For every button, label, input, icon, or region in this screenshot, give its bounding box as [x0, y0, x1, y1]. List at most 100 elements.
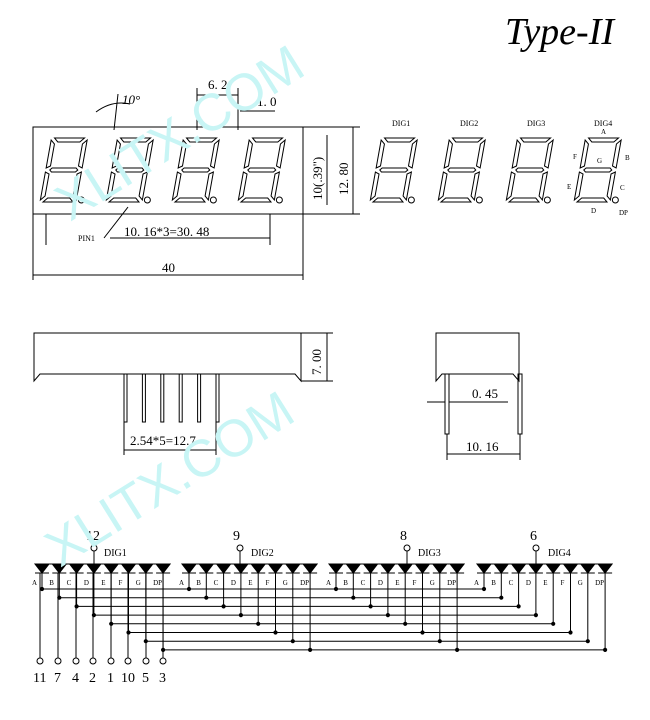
label-seg-b — [611, 138, 622, 169]
segment-label: E — [248, 579, 252, 587]
front-seg-dp — [143, 196, 151, 204]
led-diode — [562, 563, 579, 574]
seg-label-a: A — [601, 128, 606, 136]
display-body-outline — [32, 126, 304, 215]
front-seg-e — [171, 171, 182, 202]
front-seg-b — [209, 138, 220, 169]
front-seg-e — [39, 171, 50, 202]
seg-label-f: F — [573, 153, 577, 161]
led-diode — [155, 563, 172, 574]
front-seg-c — [72, 171, 83, 202]
led-diode — [579, 563, 596, 574]
led-diode — [449, 563, 466, 574]
anode-pin — [236, 544, 244, 552]
seg-label-e: E — [567, 183, 571, 191]
led-diode — [414, 563, 431, 574]
label-seg-f — [511, 138, 521, 169]
cathode-pin — [107, 657, 115, 665]
tilt-label: 10° — [122, 92, 140, 107]
end-view — [427, 332, 523, 460]
label-seg-b — [543, 138, 554, 169]
label-seg-dp — [543, 196, 551, 204]
watermark-top: XLITX.COM — [46, 34, 314, 232]
label-seg-a — [451, 137, 484, 143]
front-digit-3 — [171, 137, 220, 204]
seg-digit-label-2: DIG2 — [460, 119, 478, 128]
side-pin — [178, 373, 183, 423]
label-seg-c — [402, 171, 413, 202]
segment-label: G — [136, 579, 141, 587]
end-pin-right — [517, 373, 523, 435]
front-digit-2 — [105, 137, 154, 204]
led-diode — [527, 563, 544, 574]
front-digits — [39, 137, 286, 204]
label-seg-f — [443, 138, 453, 169]
led-diode — [284, 563, 301, 574]
char-height-label: 10(.39") — [310, 157, 325, 200]
seg-digit-label-3: DIG3 — [527, 119, 545, 128]
front-seg-b — [143, 138, 154, 169]
side-body — [33, 332, 302, 383]
cathode-pin — [142, 657, 150, 665]
seg-digit-label-1: DIG1 — [392, 119, 410, 128]
anode-pin-number: 8 — [400, 529, 407, 544]
digit-name: DIG4 — [548, 548, 571, 559]
front-seg-d — [173, 197, 207, 203]
segment-label: G — [578, 579, 583, 587]
end-body — [435, 332, 520, 383]
front-seg-f — [111, 138, 121, 169]
label-seg-a — [383, 137, 416, 143]
digit-name: DIG2 — [251, 548, 274, 559]
front-seg-d — [41, 197, 75, 203]
front-seg-a — [185, 137, 218, 143]
led-diode — [345, 563, 362, 574]
cathode-pin-number: 11 — [33, 671, 46, 686]
led-diode — [397, 563, 414, 574]
pin-pitch-label: 2.54*5=12.7 — [130, 433, 196, 448]
segment-label: A — [326, 579, 331, 587]
label-seg-g — [583, 167, 613, 173]
label-seg-d — [439, 197, 473, 203]
thickness-label: 7. 00 — [309, 349, 324, 375]
front-seg-b — [275, 138, 286, 169]
segment-label: DP — [153, 579, 162, 587]
segment-label: E — [101, 579, 105, 587]
front-seg-dp — [275, 196, 283, 204]
segment-label: F — [266, 579, 270, 587]
anode-pin-number: 12 — [86, 529, 100, 544]
front-seg-d — [107, 197, 141, 203]
segment-label: D — [378, 579, 383, 587]
segment-label: C — [509, 579, 514, 587]
seg-label-b: B — [625, 154, 630, 162]
cathode-pin-number: 4 — [72, 671, 79, 686]
seg-label-c: C — [620, 184, 625, 192]
anode-pin — [532, 544, 540, 552]
segment-label: F — [119, 579, 123, 587]
pitch-label: 6. 2 — [208, 77, 228, 92]
segment-label: B — [343, 579, 348, 587]
label-digit-1 — [369, 137, 418, 204]
label-seg-f — [579, 138, 589, 169]
label-seg-a — [519, 137, 552, 143]
front-digit-4 — [237, 137, 286, 204]
row-spacing-label: 10. 16 — [466, 439, 499, 454]
led-diode — [215, 563, 232, 574]
segment-label: F — [413, 579, 417, 587]
side-view — [33, 332, 333, 455]
label-seg-c — [606, 171, 617, 202]
cathode-pin — [124, 657, 132, 665]
label-seg-d — [507, 197, 541, 203]
front-seg-b — [77, 138, 88, 169]
segment-label: D — [526, 579, 531, 587]
label-seg-a — [587, 137, 620, 143]
front-seg-a — [119, 137, 152, 143]
segment-label: D — [84, 579, 89, 587]
anode-pin — [403, 544, 411, 552]
led-diode — [232, 563, 249, 574]
segment-label: C — [361, 579, 366, 587]
cathode-pin — [159, 657, 167, 665]
seg-digit-label-4: DIG4 — [594, 119, 612, 128]
end-pin-left — [444, 373, 450, 435]
